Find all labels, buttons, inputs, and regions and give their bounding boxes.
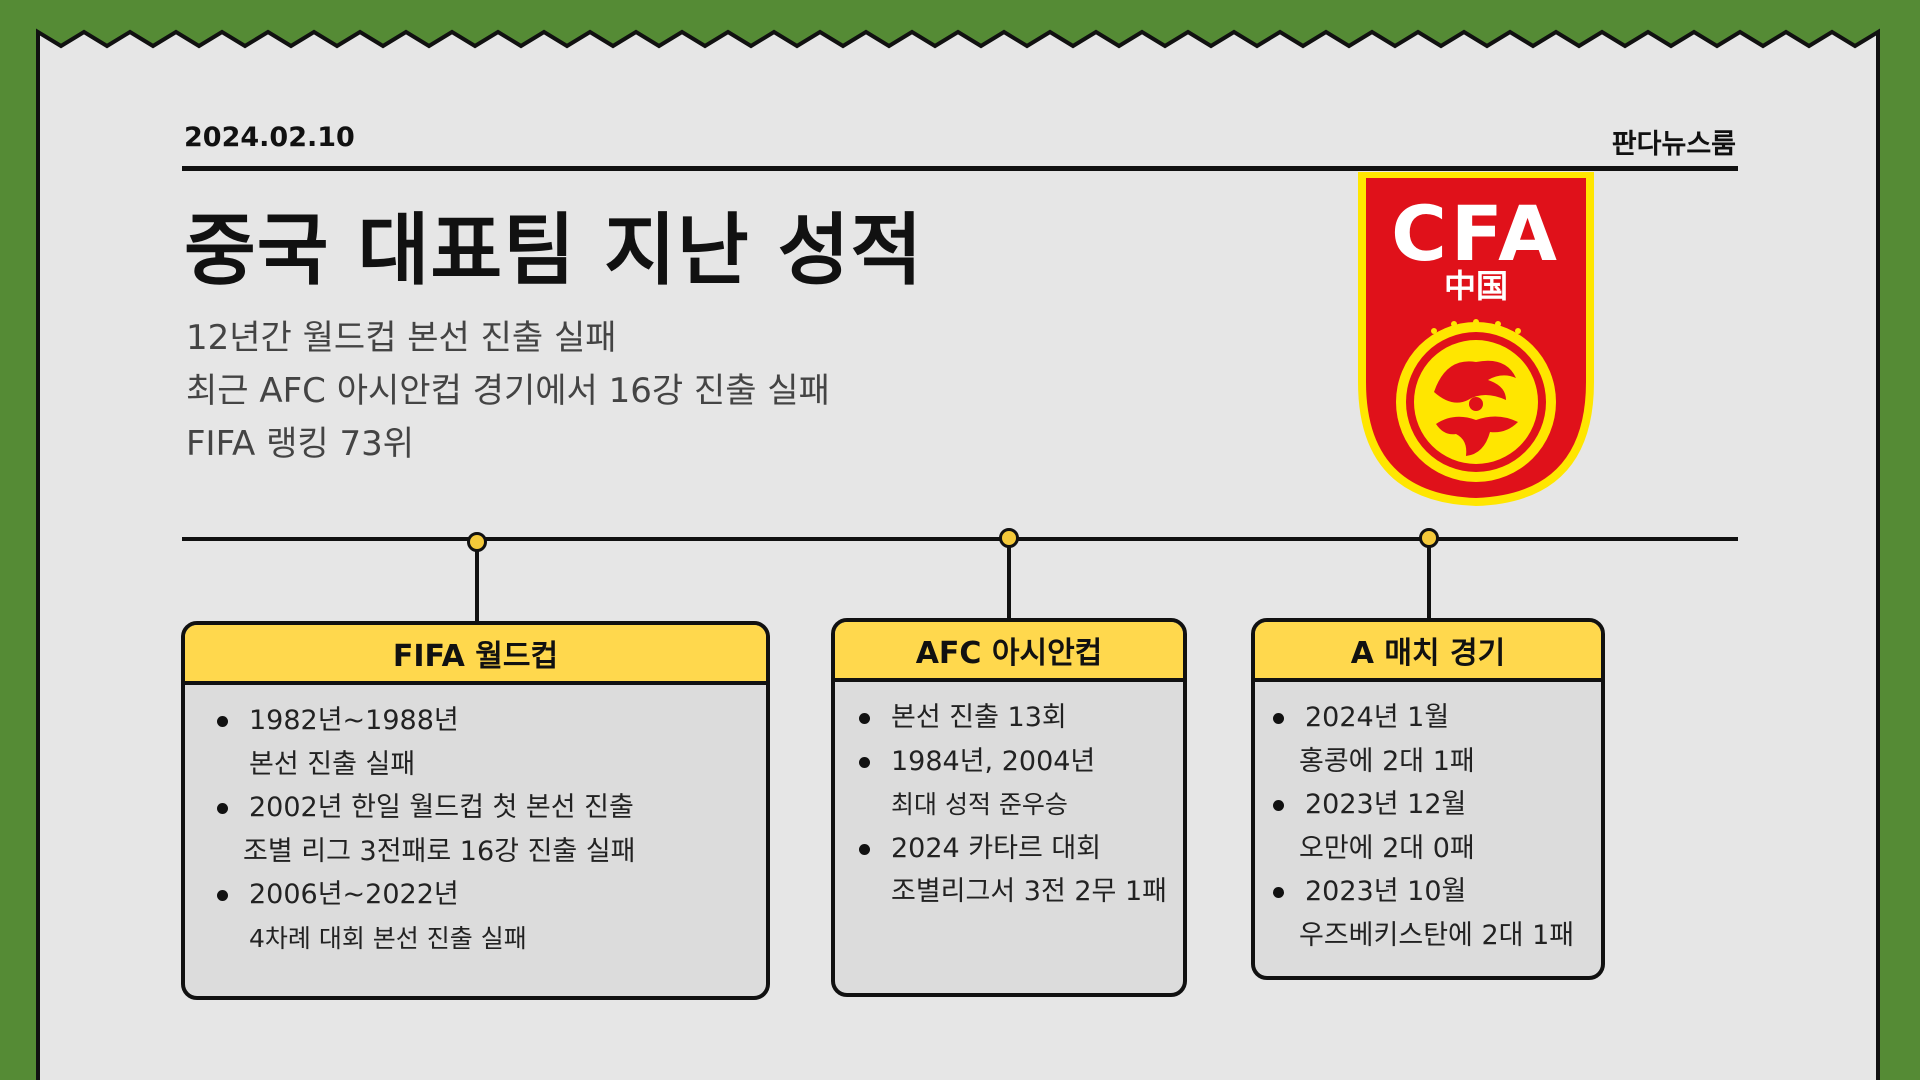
bullet-icon <box>1273 887 1284 898</box>
item-main: 2006년~2022년 <box>249 879 459 910</box>
list-item: 2023년 10월 우즈베키스탄에 2대 1패 <box>1271 870 1579 957</box>
item-sub: 조별 리그 3전패로 16강 진출 실패 <box>243 835 636 867</box>
bullet-icon <box>217 716 228 727</box>
item-main: 1984년, 2004년 <box>891 745 1096 777</box>
timeline-marker <box>467 532 487 552</box>
list-item: 2002년 한일 월드컵 첫 본선 진출 조별 리그 3전패로 16강 진출 실… <box>215 786 744 873</box>
item-sub: 본선 진출 실패 <box>249 748 416 780</box>
page-title: 중국 대표팀 지난 성적 <box>184 206 924 296</box>
summary-line: 12년간 월드컵 본선 진출 실패 <box>186 318 617 358</box>
card-title: FIFA 월드컵 <box>185 625 766 685</box>
summary-line: FIFA 랭킹 73위 <box>186 424 414 464</box>
bullet-icon <box>859 843 870 855</box>
item-main: 2024년 1월 <box>1305 702 1450 733</box>
item-sub: 홍콩에 2대 1패 <box>1299 745 1475 777</box>
summary-line: 최근 AFC 아시안컵 경기에서 16강 진출 실패 <box>186 371 830 411</box>
item-sub: 오만에 2대 0패 <box>1299 832 1475 864</box>
brand-name: 판다뉴스룸 <box>1611 129 1736 160</box>
item-sub: 4차례 대회 본선 진출 실패 <box>249 923 527 953</box>
list-item: 1982년~1988년 본선 진출 실패 <box>215 699 744 786</box>
date-label: 2024.02.10 <box>184 122 355 153</box>
list-item: 2024 카타르 대회 조별리그서 3전 2무 1패 <box>857 827 1168 914</box>
item-main: 본선 진출 13회 <box>891 702 1067 733</box>
logo-subtext: 中国 <box>1444 267 1508 305</box>
header-divider <box>182 166 1738 171</box>
list-item: 본선 진출 13회 <box>857 696 1161 740</box>
timeline-marker <box>999 528 1019 548</box>
logo-text: CFA <box>1391 189 1561 278</box>
card-fifa-world-cup: FIFA 월드컵 1982년~1988년 본선 진출 실패 2002년 한일 월… <box>181 621 770 1000</box>
dragon-phoenix-emblem <box>1434 360 1518 456</box>
item-sub: 최대 성적 준우승 <box>891 790 1068 819</box>
card-afc-asian-cup: AFC 아시안컵 본선 진출 13회 1984년, 2004년 최대 성적 준우… <box>831 618 1187 997</box>
list-item: 1984년, 2004년 최대 성적 준우승 <box>857 740 1161 827</box>
card-title: A 매치 경기 <box>1255 622 1601 682</box>
bullet-icon <box>859 713 870 724</box>
card-a-match: A 매치 경기 2024년 1월 홍콩에 2대 1패 2023년 12월 오만에… <box>1251 618 1605 980</box>
item-main: 2023년 10월 <box>1305 876 1467 907</box>
timeline-connector <box>1427 540 1431 620</box>
item-main: 2023년 12월 <box>1305 789 1467 820</box>
list-item: 2023년 12월 오만에 2대 0패 <box>1271 783 1579 870</box>
item-main: 2024 카타르 대회 <box>891 832 1102 864</box>
bullet-icon <box>217 890 228 901</box>
timeline-marker <box>1419 528 1439 548</box>
item-main: 1982년~1988년 <box>249 705 459 736</box>
card-title: AFC 아시안컵 <box>835 622 1183 682</box>
timeline-connector <box>1007 540 1011 620</box>
bullet-icon <box>1273 800 1284 811</box>
item-main: 2002년 한일 월드컵 첫 본선 진출 <box>249 792 634 823</box>
timeline-connector <box>475 540 479 624</box>
bullet-icon <box>1273 713 1284 724</box>
item-sub: 우즈베키스탄에 2대 1패 <box>1299 919 1575 951</box>
item-sub: 조별리그서 3전 2무 1패 <box>891 876 1168 907</box>
list-item: 2006년~2022년 4차례 대회 본선 진출 실패 <box>215 873 744 960</box>
bullet-icon <box>217 803 228 814</box>
cfa-logo: CFA 中国 <box>1358 172 1594 506</box>
list-item: 2024년 1월 홍콩에 2대 1패 <box>1271 696 1579 783</box>
summary-list: 12년간 월드컵 본선 진출 실패 최근 AFC 아시안컵 경기에서 16강 진… <box>186 312 830 471</box>
timeline-line <box>182 537 1738 541</box>
bullet-icon <box>859 756 870 768</box>
